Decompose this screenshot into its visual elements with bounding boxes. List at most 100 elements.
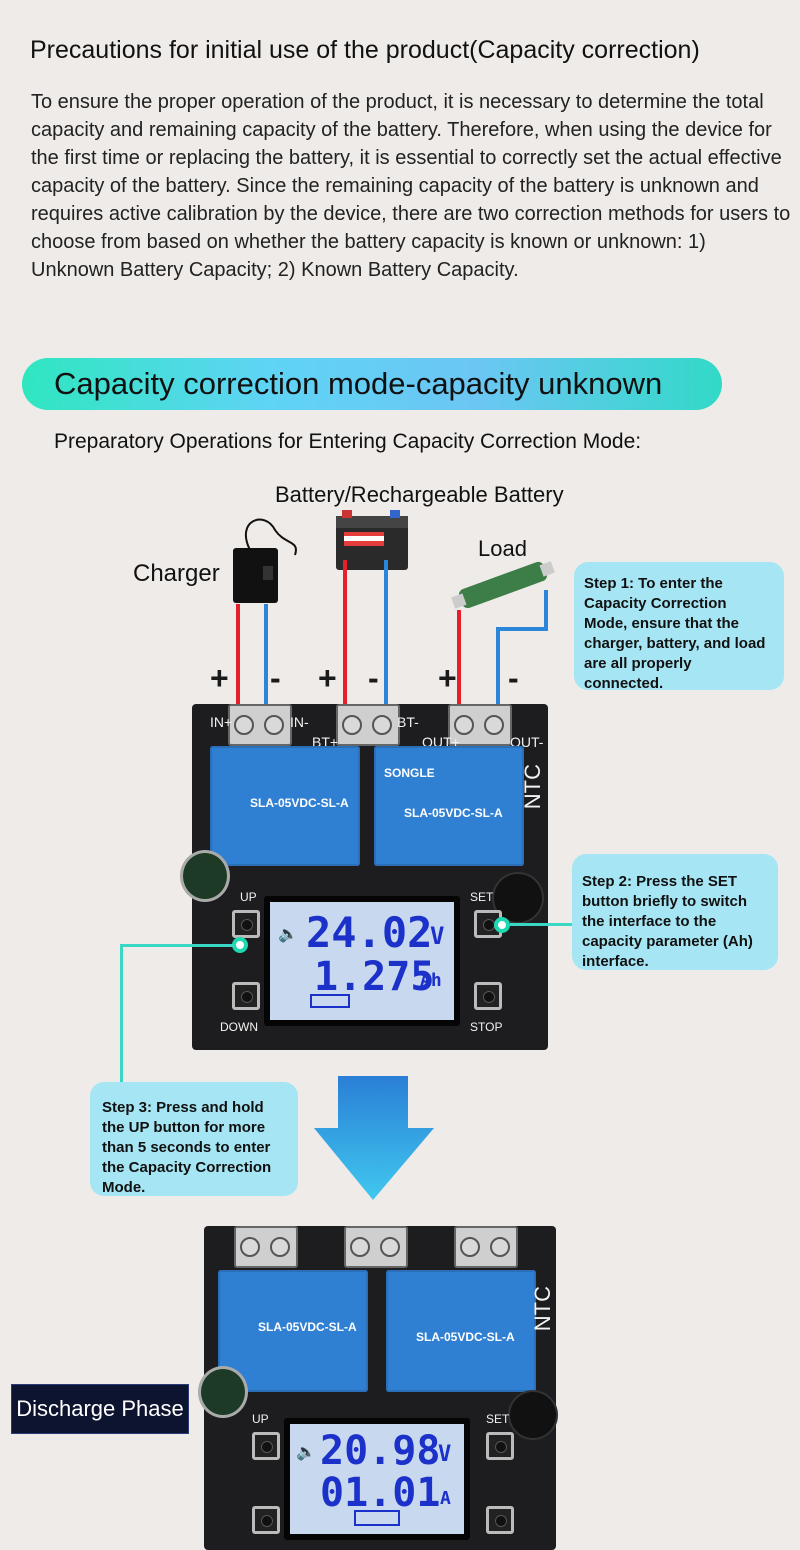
step2-bubble: Step 2: Press the SET button briefly to … [572,854,778,970]
up-callout-line-v [120,944,123,1082]
step3-bubble: Step 3: Press and hold the UP button for… [90,1082,298,1196]
battery-icon [336,510,408,570]
set-label: SET [470,890,494,904]
step3-text: Step 3: Press and hold the UP button for… [102,1099,272,1196]
lcd-voltage: 24.02 [306,908,433,957]
label-in-plus: IN+ [210,714,233,730]
relay-brand-text: SONGLE [384,766,435,780]
up-callout-dot [232,937,248,953]
battery-minus-sign: - [368,660,379,696]
down-label: DOWN [220,1020,258,1034]
step1-bubble: Step 1: To enter the Capacity Correction… [574,562,784,692]
charger-icon [233,518,297,603]
terminal-in [228,704,292,746]
screw-icon [484,715,504,735]
banner-title: Capacity correction mode-capacity unknow… [54,366,663,401]
relay-model-text: SLA-05VDC-SL-A [404,806,503,820]
battery-positive-wire [343,560,347,712]
up-button[interactable] [252,1432,280,1460]
down-button[interactable] [252,1506,280,1534]
down-button[interactable] [232,982,260,1010]
intro-paragraph: To ensure the proper operation of the pr… [31,91,791,281]
relay-model-text: SLA-05VDC-SL-A [250,796,349,810]
lcd-display-1: 🔈 24.02 V 1.275 Ah [264,896,460,1026]
up-label: UP [240,890,257,904]
charger-minus-sign: - [270,660,281,696]
lcd-voltage: 20.98 [320,1428,441,1474]
lcd-current: 01.01 [320,1470,441,1516]
step2-text: Step 2: Press the SET button briefly to … [582,873,753,970]
up-button[interactable] [232,910,260,938]
section-banner: Capacity correction mode-capacity unknow… [22,358,722,410]
screw-icon [380,1237,400,1257]
controller-board-2: SLA-05VDC-SL-A SLA-05VDC-SL-A NTC UP SET… [198,1226,558,1550]
speaker-icon: 🔈 [278,926,298,943]
lcd-voltage-unit: V [430,922,445,950]
set-button[interactable] [486,1432,514,1460]
load-negative-wire-c [544,590,548,630]
up-label: UP [252,1412,269,1426]
controller-board-1: IN+ IN- BT+ BT- OUT+ OUT- SLA-05VDC-SL-A… [180,704,548,1050]
terminal-in [234,1226,298,1268]
battery-plus-sign: + [318,660,337,696]
discharge-phase-badge: Discharge Phase [11,1384,189,1434]
terminal-out [448,704,512,746]
relay-left: SLA-05VDC-SL-A [218,1270,368,1392]
relay-model-text: SLA-05VDC-SL-A [258,1320,357,1334]
stop-button[interactable] [474,982,502,1010]
lcd-capacity: 1.275 [314,954,435,1000]
lcd-voltage-unit: V [438,1442,452,1467]
charger-label: Charger [133,560,220,587]
charger-negative-wire [264,604,268,712]
stop-button[interactable] [486,1506,514,1534]
step1-text: Step 1: To enter the Capacity Correction… [584,575,766,692]
page-title: Precautions for initial use of the produ… [30,36,700,64]
set-callout-dot [494,917,510,933]
load-plus-sign: + [438,660,457,696]
speaker-icon: 🔈 [296,1444,316,1461]
lcd-display-2: 🔈 20.98 V 01.01 A [284,1418,470,1540]
charger-positive-wire [236,604,240,712]
buzzer-icon [508,1390,558,1440]
battery-negative-wire [384,560,388,712]
set-label: SET [486,1412,510,1426]
screw-icon [264,715,284,735]
screw-icon [490,1237,510,1257]
screw-icon [454,715,474,735]
terminal-bt [336,704,400,746]
load-negative-wire-a [496,627,500,712]
charger-plus-sign: + [210,660,229,696]
terminal-bt [344,1226,408,1268]
set-callout-line [510,923,574,926]
screw-icon [460,1237,480,1257]
screw-icon [234,715,254,735]
up-callout-line-h [120,944,234,947]
load-resistor-icon [451,561,555,609]
label-bt-minus: BT- [397,714,419,730]
screw-icon [270,1237,290,1257]
relay-right: SLA-05VDC-SL-A [386,1270,536,1392]
relay-left: SLA-05VDC-SL-A [210,746,360,866]
relay-right: SONGLE SLA-05VDC-SL-A [374,746,524,866]
lcd-current-unit: A [440,1488,451,1509]
load-positive-wire [457,610,461,712]
screw-icon [342,715,362,735]
load-minus-sign: - [508,660,519,696]
battery-level-icon [354,1510,400,1526]
screw-icon [240,1237,260,1257]
capacitor-icon [180,850,230,902]
ntc-label: NTC [530,1286,555,1332]
relay-model-text: SLA-05VDC-SL-A [416,1330,515,1344]
ntc-label: NTC [520,764,545,810]
prep-heading: Preparatory Operations for Entering Capa… [54,430,642,453]
terminal-out [454,1226,518,1268]
arrow-down-icon [314,1076,434,1200]
load-label: Load [478,536,527,561]
discharge-phase-label: Discharge Phase [16,1396,184,1421]
stop-label: STOP [470,1020,503,1034]
capacitor-icon [198,1366,248,1418]
battery-label: Battery/Rechargeable Battery [275,482,564,507]
lcd-capacity-unit: Ah [420,970,442,991]
label-in-minus: IN- [290,714,309,730]
battery-level-icon [310,994,350,1008]
